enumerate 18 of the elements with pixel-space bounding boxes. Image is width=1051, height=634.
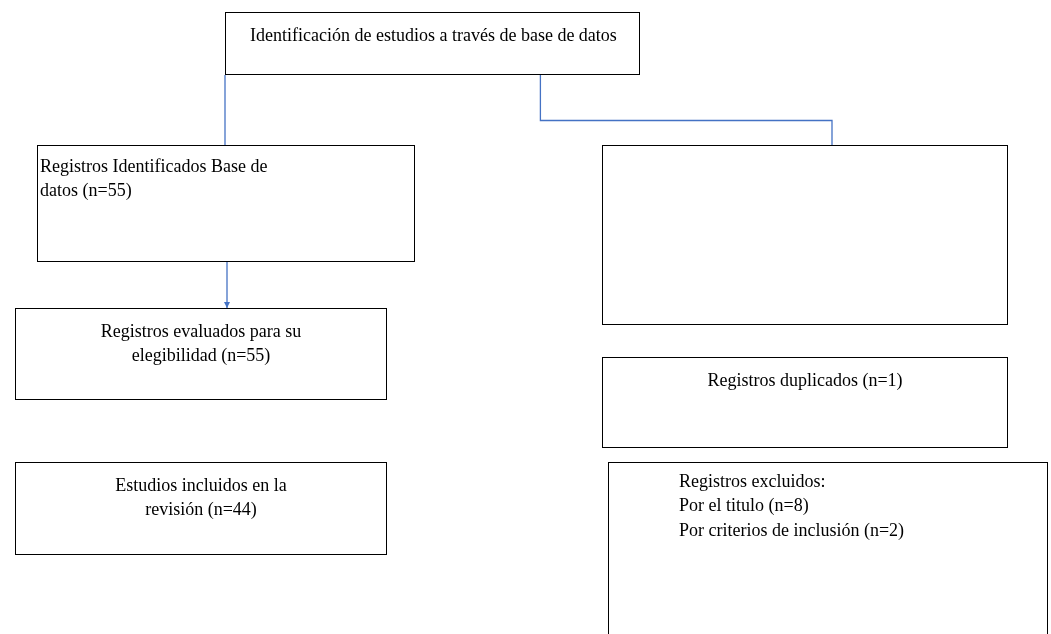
process-box: [225, 12, 640, 75]
empty-box: [602, 145, 1008, 325]
box-text: Registros Identificados Base de datos (n=55): [40, 155, 269, 203]
process-box: [602, 357, 1008, 448]
box-heading: Registros excluidos:: [679, 470, 827, 493]
box-text: Registros evaluados para su elegibilidad (n=55): [99, 320, 303, 368]
box-text: Estudios incluidos en la revisión (n=44): [114, 474, 288, 522]
box-text: Identificación de estudios a través de base de datos: [250, 24, 618, 47]
process-box: [15, 308, 387, 400]
process-box: [37, 145, 415, 262]
process-box: [15, 462, 387, 555]
box-text: Registros duplicados (n=1): [706, 369, 904, 392]
process-box: [608, 462, 1048, 634]
box-text: Por el titulo (n=8): [679, 494, 810, 518]
connector-line: [224, 74, 226, 146]
arrow: [223, 261, 231, 309]
box-text: Por criterios de inclusión (n=2): [679, 518, 906, 542]
connector-line: [539, 74, 833, 146]
